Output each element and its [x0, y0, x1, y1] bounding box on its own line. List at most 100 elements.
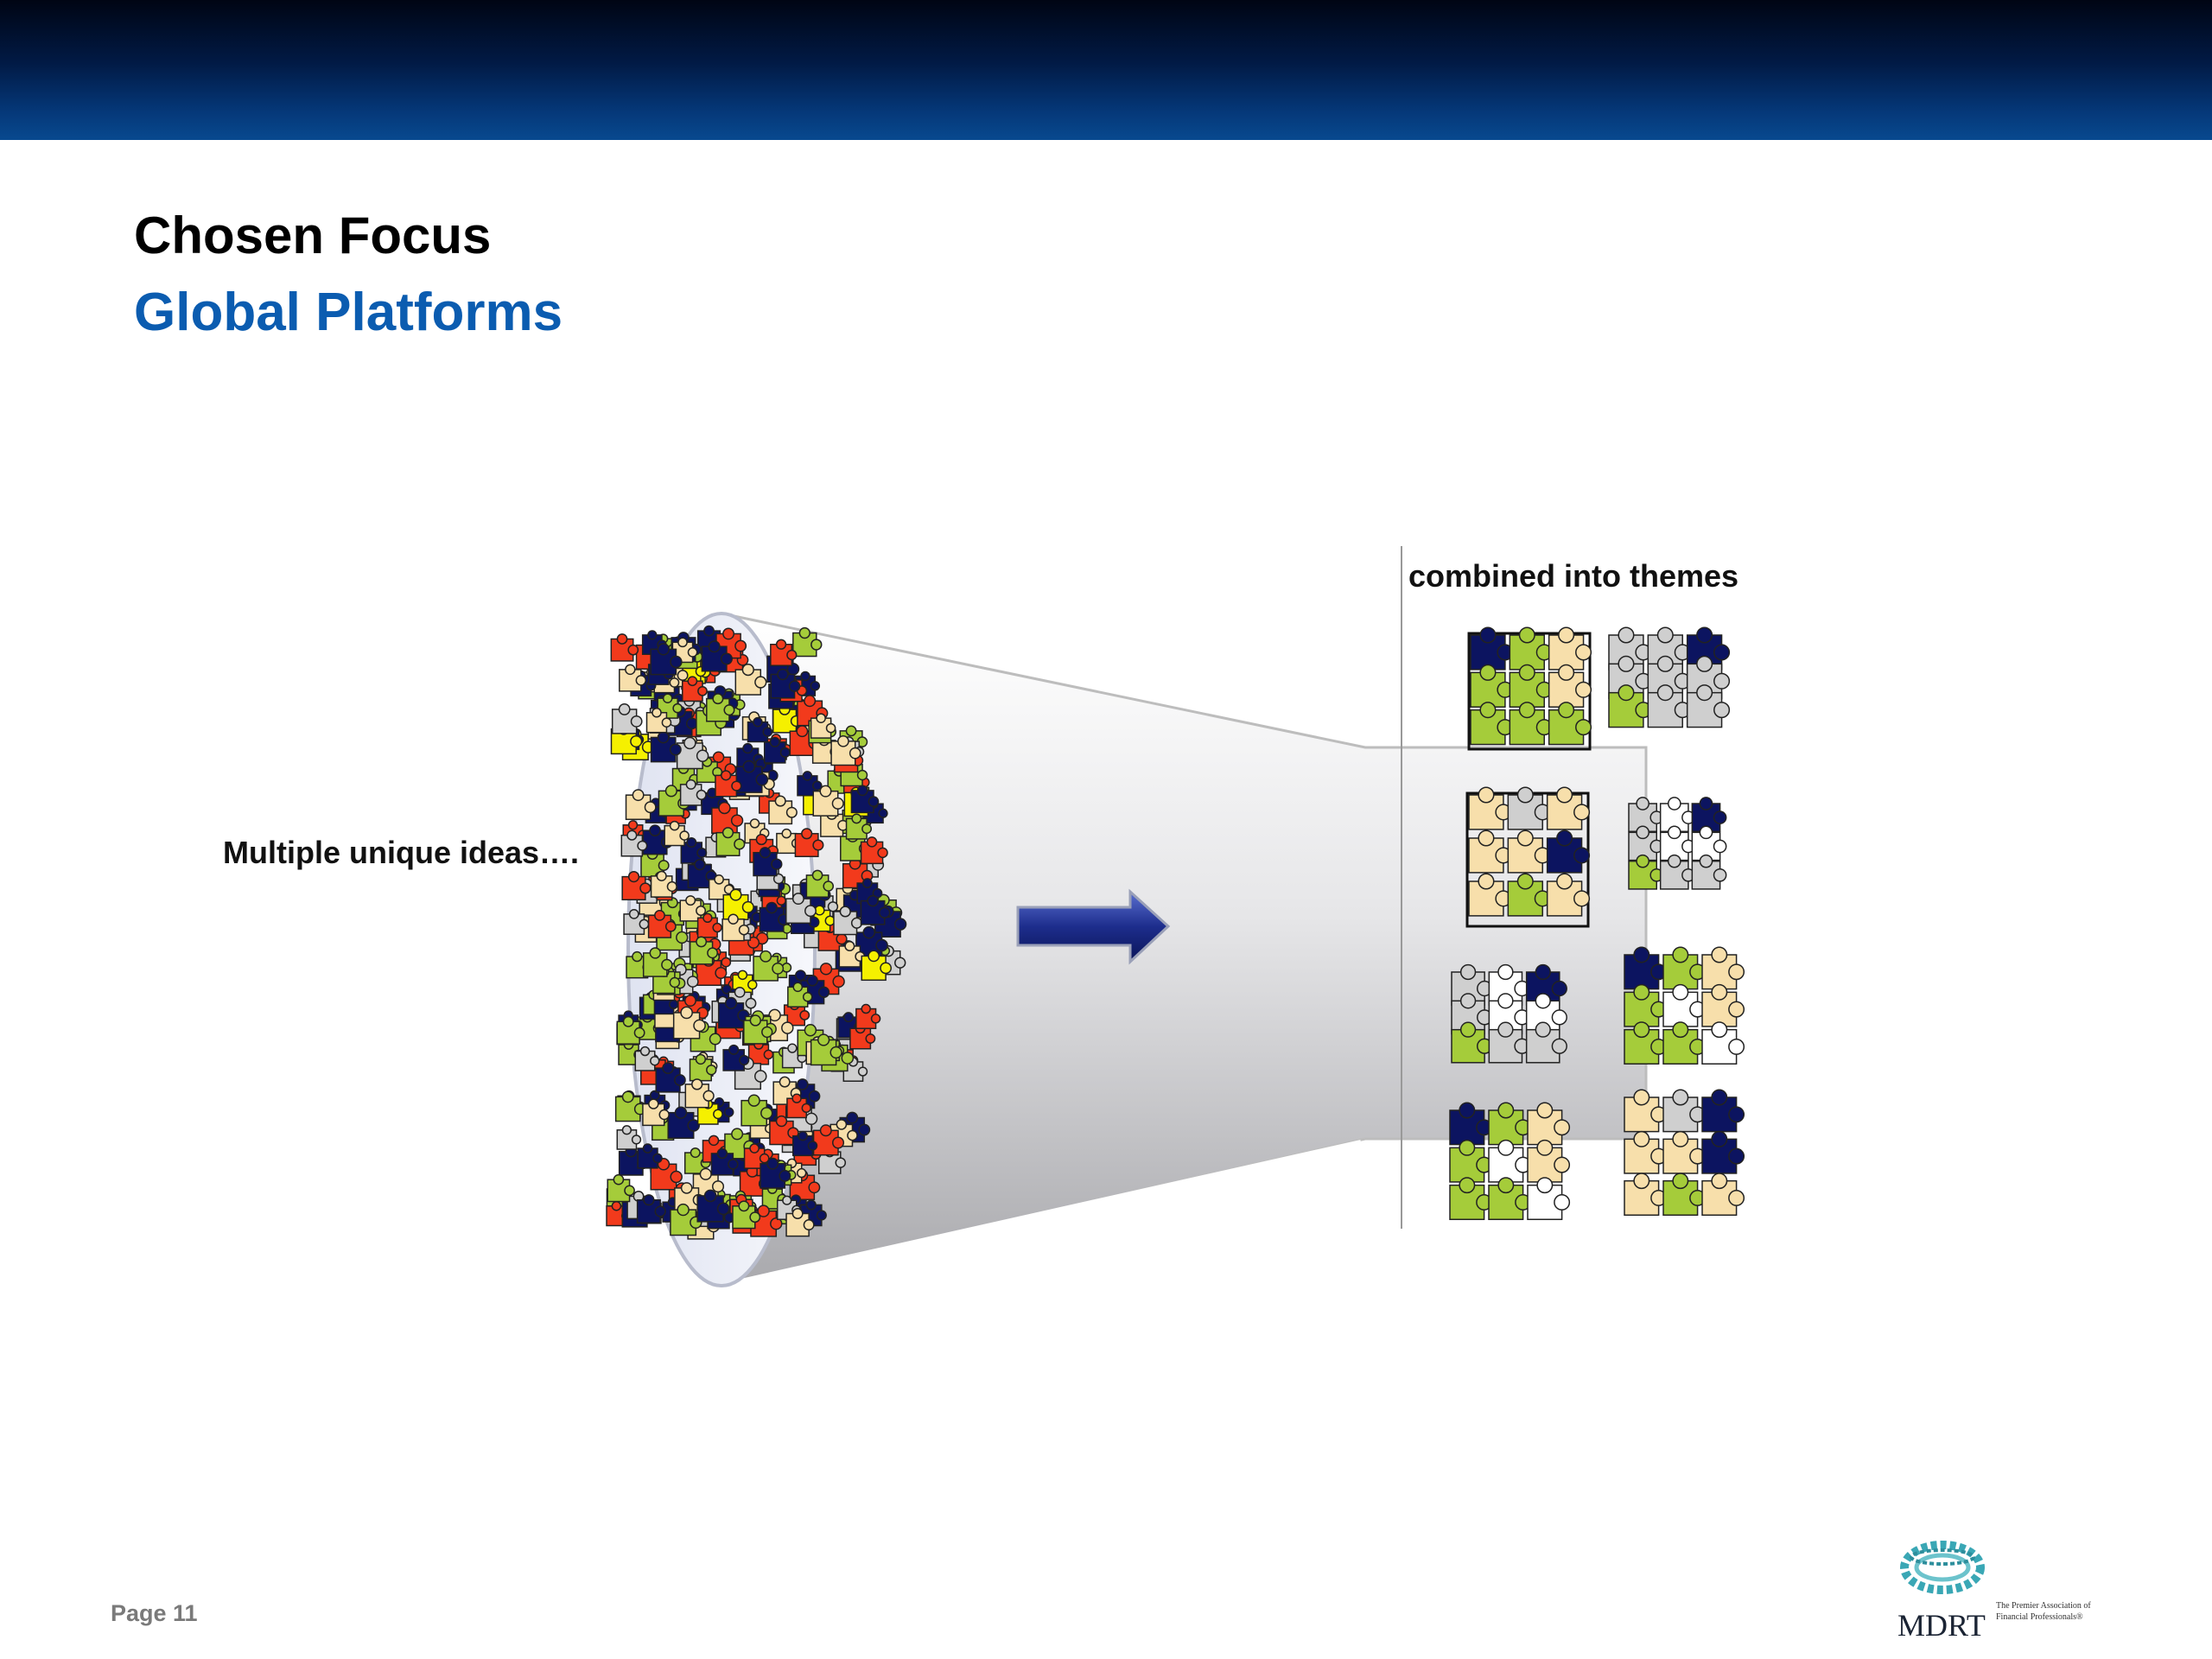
- puzzle-piece: [634, 1046, 660, 1071]
- puzzle-piece: [1546, 830, 1591, 874]
- puzzle-piece: [1468, 786, 1512, 830]
- puzzle-piece: [820, 809, 849, 837]
- logo-emblem-icon: [1900, 1541, 1985, 1594]
- left-label: Multiple unique ideas….: [223, 835, 580, 870]
- puzzle-piece: [1686, 684, 1731, 728]
- puzzle-piece: [1488, 1102, 1532, 1146]
- puzzle-piece: [1701, 983, 1745, 1027]
- puzzle-piece: [747, 716, 773, 743]
- puzzle-piece: [1451, 1021, 1493, 1064]
- puzzle-piece: [1608, 626, 1652, 671]
- puzzle-piece: [679, 895, 707, 922]
- puzzle-piece: [636, 1194, 666, 1224]
- puzzle-piece: [616, 1125, 642, 1150]
- logo-tagline: The Premier Association of Financial Pro…: [1996, 1601, 2091, 1622]
- puzzle-piece: [650, 643, 683, 676]
- puzzle-piece: [1527, 1102, 1571, 1146]
- puzzle-piece: [743, 1014, 773, 1045]
- puzzle-piece: [1548, 626, 1592, 671]
- puzzle-piece: [1628, 854, 1664, 890]
- puzzle-piece: [760, 1157, 791, 1189]
- puzzle-piece: [786, 1093, 811, 1119]
- puzzle-piece: [1624, 983, 1668, 1027]
- puzzle-piece: [1449, 1139, 1493, 1183]
- puzzle-piece: [682, 676, 708, 702]
- puzzle-piece: [1509, 702, 1553, 746]
- puzzle-piece: [794, 828, 824, 858]
- puzzle-piece: [860, 836, 888, 865]
- puzzle-piece: [619, 664, 647, 692]
- header-band: [0, 0, 2212, 140]
- puzzle-piece: [1701, 1021, 1745, 1065]
- puzzle-piece: [1525, 1021, 1567, 1064]
- puzzle-piece: [845, 813, 873, 840]
- puzzle-piece: [732, 1200, 761, 1230]
- puzzle-piece: [620, 830, 648, 857]
- puzzle-piece: [838, 940, 866, 968]
- puzzle-piece: [1470, 702, 1514, 746]
- puzzle-piece: [763, 736, 791, 764]
- puzzle-piece: [611, 703, 643, 734]
- puzzle-piece: [1662, 983, 1707, 1027]
- puzzle-piece: [671, 637, 698, 664]
- puzzle-piece: [1662, 1173, 1707, 1217]
- puzzle-piece: [1548, 664, 1592, 708]
- slide-subtitle: Global Platforms: [134, 283, 563, 342]
- puzzle-piece: [1509, 664, 1553, 708]
- puzzle-piece: [1624, 1173, 1668, 1217]
- logo-wordmark: MDRT: [1897, 1608, 1986, 1643]
- puzzle-piece: [810, 713, 836, 739]
- puzzle-piece: [616, 1015, 645, 1045]
- puzzle-piece: [743, 1143, 770, 1169]
- puzzle-piece: [855, 1003, 881, 1030]
- puzzle-piece: [805, 869, 835, 898]
- mdrt-logo: MDRT The Premier Association of Financia…: [1892, 1540, 2108, 1643]
- puzzle-piece: [785, 893, 817, 925]
- puzzle-piece: [1701, 1173, 1745, 1217]
- puzzle-piece: [650, 870, 677, 898]
- puzzle-piece: [1509, 626, 1553, 671]
- puzzle-piece: [753, 847, 783, 877]
- puzzle-piece: [753, 950, 785, 982]
- puzzle-piece: [1507, 786, 1551, 830]
- puzzle-piece: [715, 770, 742, 798]
- puzzle-piece: [812, 785, 844, 817]
- puzzle-piece: [1659, 797, 1695, 833]
- puzzle-piece: [1701, 1130, 1745, 1174]
- puzzle-piece: [701, 640, 733, 672]
- puzzle-piece: [833, 906, 863, 936]
- puzzle-piece: [1468, 873, 1512, 917]
- puzzle-piece: [684, 1078, 715, 1109]
- puzzle-piece: [1662, 1021, 1707, 1065]
- puzzle-piece: [670, 1203, 702, 1236]
- puzzle-piece: [667, 1106, 700, 1139]
- puzzle-piece: [642, 1098, 670, 1127]
- puzzle-piece: [1525, 993, 1567, 1035]
- puzzle-piece: [792, 626, 823, 658]
- puzzle-piece: [1548, 702, 1592, 746]
- puzzle-piece: [706, 693, 735, 722]
- puzzle-piece: [1624, 1021, 1668, 1065]
- puzzle-piece: [850, 785, 880, 814]
- puzzle-piece: [1507, 830, 1551, 874]
- puzzle-piece: [1691, 854, 1727, 890]
- puzzle-piece: [1624, 1130, 1668, 1174]
- arrow-icon: [1016, 888, 1171, 965]
- puzzle-piece: [1488, 1139, 1532, 1183]
- puzzle-piece: [721, 913, 750, 942]
- puzzle-piece: [645, 707, 672, 734]
- puzzle-piece: [717, 996, 750, 1029]
- puzzle-piece: [1624, 1089, 1668, 1133]
- puzzle-piece: [710, 1147, 739, 1176]
- puzzle-piece: [812, 1124, 845, 1156]
- puzzle-piece: [1527, 1177, 1571, 1221]
- funnel-rim: [721, 1140, 1362, 1288]
- puzzle-piece: [1488, 1021, 1530, 1064]
- puzzle-piece: [1468, 830, 1512, 874]
- puzzle-piece: [1449, 1177, 1493, 1221]
- puzzle-piece: [696, 1189, 730, 1223]
- puzzle-piece: [1647, 684, 1691, 728]
- puzzle-pieces-cloud: [606, 625, 907, 1240]
- puzzle-piece: [861, 950, 893, 982]
